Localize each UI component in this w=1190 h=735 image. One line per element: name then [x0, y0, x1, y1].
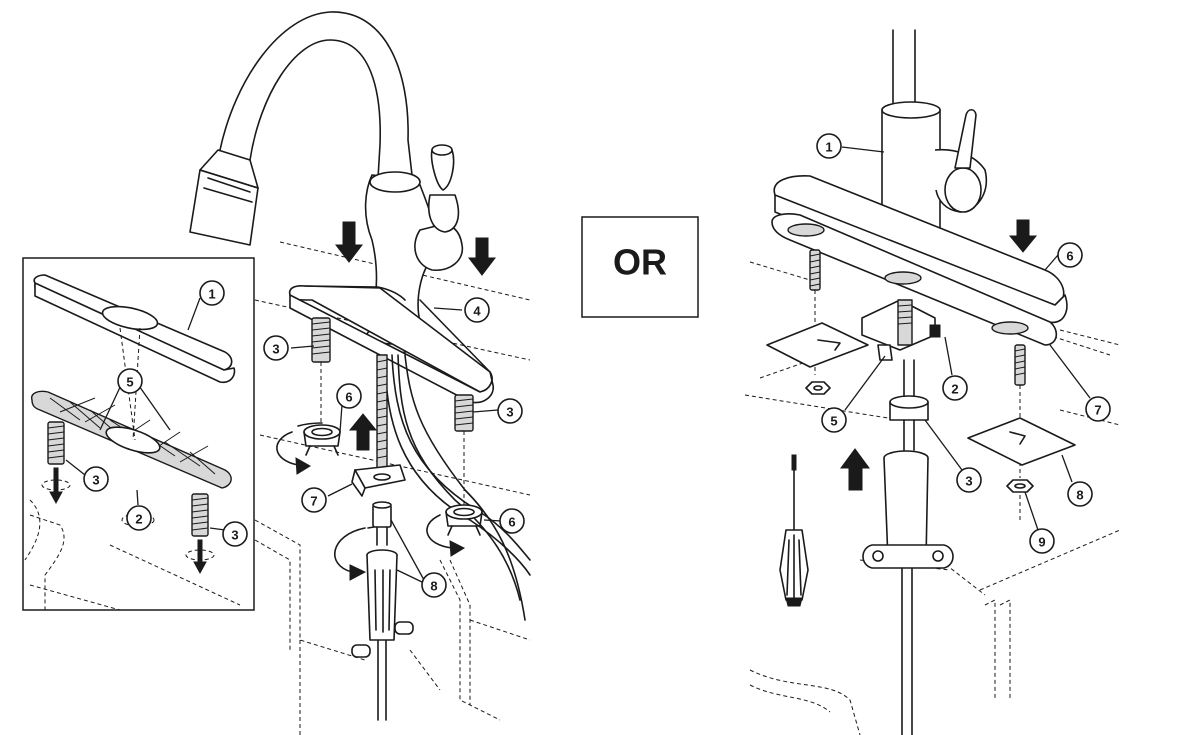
right-bolt-right: [1014, 344, 1026, 386]
svg-text:3: 3: [272, 342, 279, 357]
right-plate-left: [766, 322, 869, 368]
svg-text:2: 2: [135, 512, 142, 527]
inset-bolt-left: [47, 421, 65, 505]
rotate-arrow-icon: [276, 422, 323, 475]
callout-2: 2: [942, 375, 968, 401]
right-nut: [889, 395, 929, 421]
svg-text:4: 4: [473, 304, 481, 319]
svg-text:6: 6: [508, 515, 515, 530]
mounting-nut-left: [303, 424, 341, 456]
callout-6: 6: [336, 383, 362, 409]
inset-panel: 1 5 3 3 2: [22, 257, 255, 611]
right-plate-right: [967, 417, 1076, 466]
threaded-bolt-left: [311, 317, 331, 363]
svg-text:5: 5: [830, 414, 837, 429]
arrow-down-icon: [1008, 219, 1038, 253]
inset-deck-plate: [33, 274, 236, 384]
callout-5: 5: [117, 368, 143, 394]
callout-7: 7: [1085, 396, 1111, 422]
mounting-tool: [351, 501, 414, 658]
callout-9: 9: [1029, 528, 1055, 554]
faucet-body: [189, 11, 464, 355]
svg-text:1: 1: [825, 140, 832, 155]
svg-text:7: 7: [310, 494, 317, 509]
mounting-nut-right: [445, 504, 483, 536]
svg-text:1: 1: [208, 287, 215, 302]
callout-8: 8: [1067, 481, 1093, 507]
left-scene: 4 3 3 6 6 7 8: [189, 11, 531, 735]
rotate-arrow-icon: [426, 514, 466, 557]
right-clamp: [861, 299, 941, 361]
svg-text:3: 3: [92, 473, 99, 488]
svg-text:8: 8: [1076, 488, 1083, 503]
callout-3: 3: [83, 466, 109, 492]
callout-3: 3: [222, 521, 248, 547]
svg-text:6: 6: [345, 390, 352, 405]
or-separator: OR: [581, 216, 699, 318]
threaded-bolt-right: [454, 394, 474, 432]
shank-rod: [376, 354, 388, 721]
callout-5: 5: [821, 407, 847, 433]
callout-6: 6: [499, 508, 525, 534]
callout-2: 2: [126, 505, 152, 531]
deck-plate: [288, 285, 495, 404]
callout-4: 4: [464, 297, 490, 323]
svg-text:5: 5: [126, 375, 133, 390]
right-gasket: [771, 213, 1058, 346]
inset-bolt-right: [191, 493, 209, 575]
callout-3: 3: [497, 398, 523, 424]
right-hex-nut-left: [805, 381, 831, 395]
svg-text:3: 3: [965, 474, 972, 489]
arrow-down-icon: [334, 221, 364, 263]
callout-6: 6: [1057, 242, 1083, 268]
right-tool-tube: [862, 450, 954, 735]
callout-1: 1: [199, 280, 225, 306]
callout-1: 1: [816, 133, 842, 159]
right-hex-nut-right: [1006, 479, 1034, 520]
right-bolt-left: [809, 249, 821, 291]
callout-8: 8: [421, 572, 447, 598]
arrow-down-icon: [467, 237, 497, 276]
arrow-up-icon: [840, 448, 870, 491]
or-label: OR: [613, 242, 667, 283]
svg-text:8: 8: [430, 579, 437, 594]
svg-text:3: 3: [506, 405, 513, 420]
arrow-up-icon: [348, 413, 378, 451]
inset-countertop: [24, 499, 241, 611]
svg-text:9: 9: [1038, 535, 1045, 550]
callout-3: 3: [263, 335, 289, 361]
rotate-arrow-icon: [334, 526, 375, 581]
svg-text:3: 3: [231, 528, 238, 543]
mounting-bracket: [351, 464, 406, 497]
callout-7: 7: [301, 487, 327, 513]
right-scene: DELTA: [744, 29, 1121, 735]
svg-text:7: 7: [1094, 403, 1101, 418]
svg-text:2: 2: [951, 382, 958, 397]
inset-gasket: [31, 390, 232, 489]
screwdriver-icon: [779, 454, 809, 607]
svg-text:6: 6: [1066, 249, 1073, 264]
callout-3: 3: [956, 467, 982, 493]
